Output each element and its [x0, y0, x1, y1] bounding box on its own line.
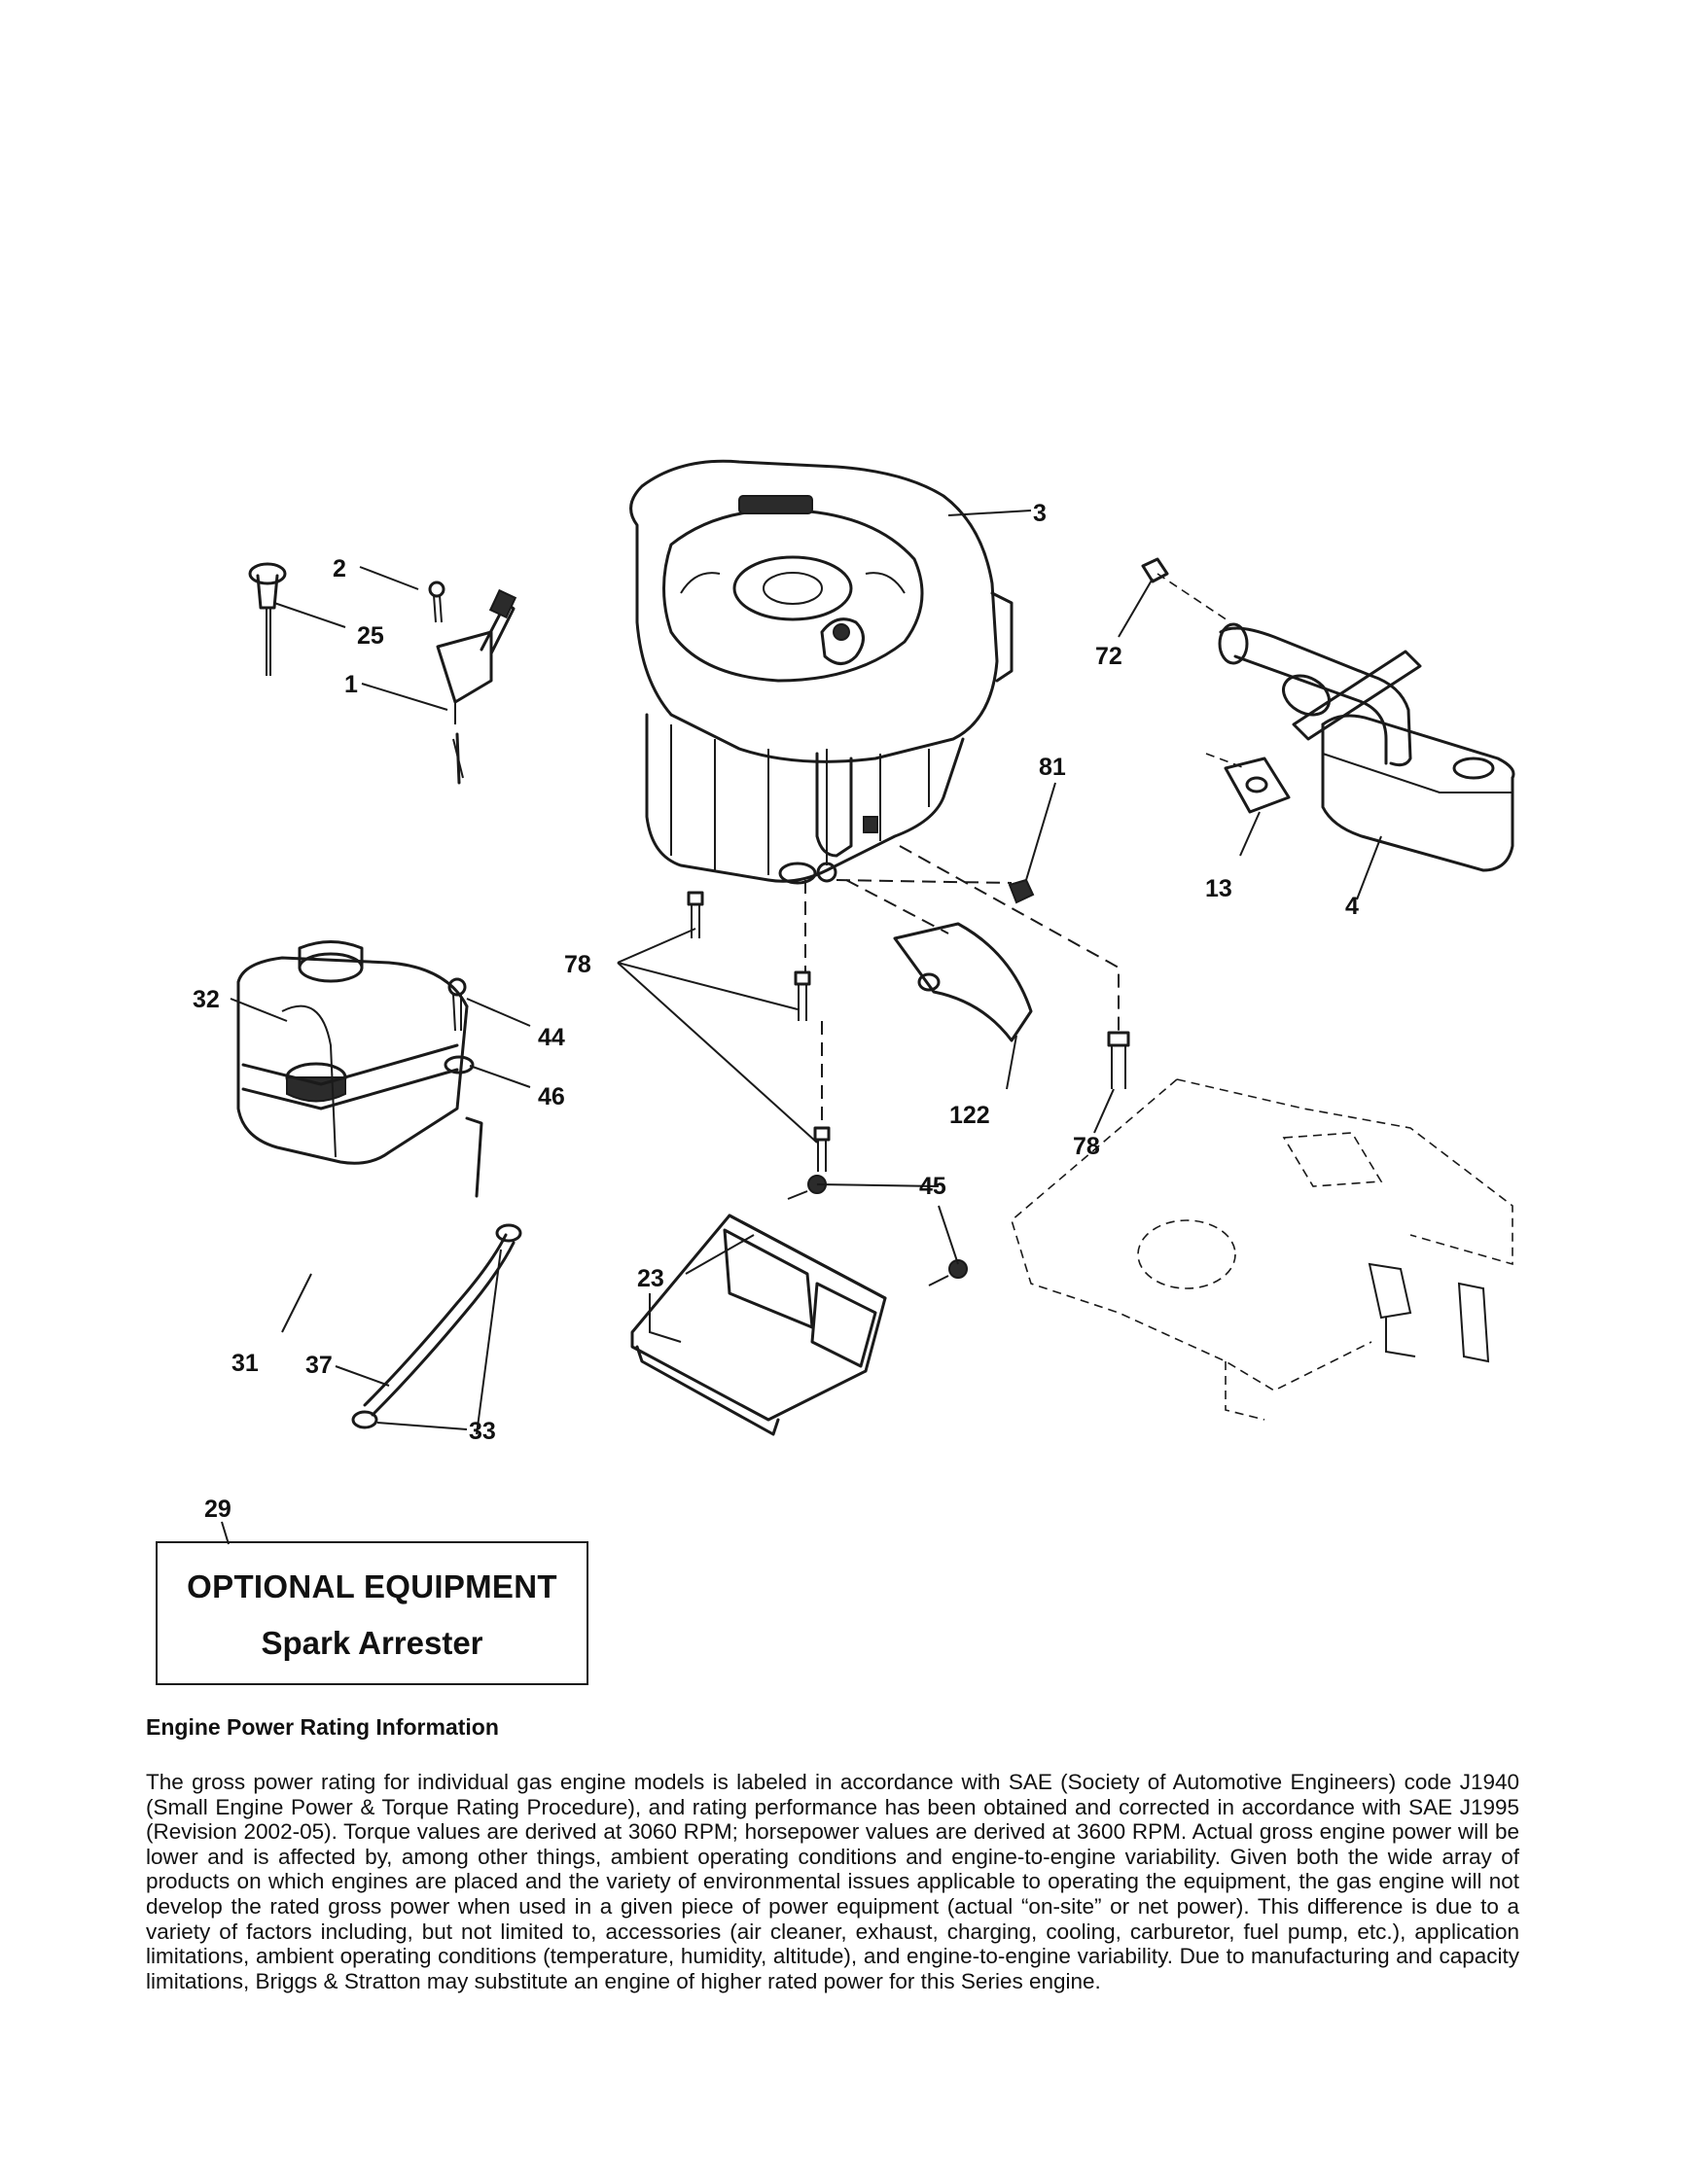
engine-assembly: [629, 459, 1014, 885]
callout-labels: 3 2 25 1 72 81 13 4 78 32 44 46 122 78 4…: [193, 500, 1359, 1523]
callout-29: 29: [204, 1496, 231, 1523]
callout-13: 13: [1205, 875, 1232, 902]
callout-2: 2: [333, 555, 346, 582]
callout-25: 25: [357, 622, 384, 650]
callout-45: 45: [919, 1173, 946, 1200]
callout-122: 122: [949, 1102, 990, 1129]
exploded-parts-diagram: 3 2 25 1 72 81 13 4 78 32 44 46 122 78 4…: [193, 459, 1515, 1545]
callout-31: 31: [231, 1350, 259, 1377]
callout-37: 37: [305, 1352, 333, 1379]
rating-info-body: The gross power rating for individual ga…: [146, 1770, 1519, 1993]
optional-equipment-item: Spark Arrester: [261, 1625, 483, 1661]
engine-hardware: [687, 845, 1130, 1172]
frame-plate: [1011, 1078, 1513, 1421]
callout-32: 32: [193, 986, 220, 1013]
callout-4: 4: [1345, 893, 1359, 920]
heat-shield-assembly: [630, 1175, 968, 1436]
muffler-assembly: [1141, 557, 1515, 872]
callout-46: 46: [538, 1083, 565, 1110]
fuel-tank-assembly: [236, 940, 522, 1429]
callout-72: 72: [1095, 643, 1122, 670]
rating-info-heading: Engine Power Rating Information: [146, 1714, 499, 1740]
callout-1: 1: [344, 671, 358, 698]
callout-23: 23: [637, 1265, 664, 1292]
callout-81: 81: [1039, 754, 1066, 781]
callout-33: 33: [469, 1418, 496, 1445]
callout-44: 44: [538, 1024, 565, 1051]
callout-3: 3: [1033, 500, 1047, 527]
throttle-control: [248, 562, 517, 785]
callout-78-right: 78: [1073, 1133, 1100, 1160]
optional-equipment-title: OPTIONAL EQUIPMENT: [187, 1568, 557, 1604]
leader-lines: [221, 510, 1382, 1545]
optional-equipment-box: OPTIONAL EQUIPMENT Spark Arrester: [156, 1541, 588, 1685]
callout-78-left: 78: [564, 951, 591, 978]
